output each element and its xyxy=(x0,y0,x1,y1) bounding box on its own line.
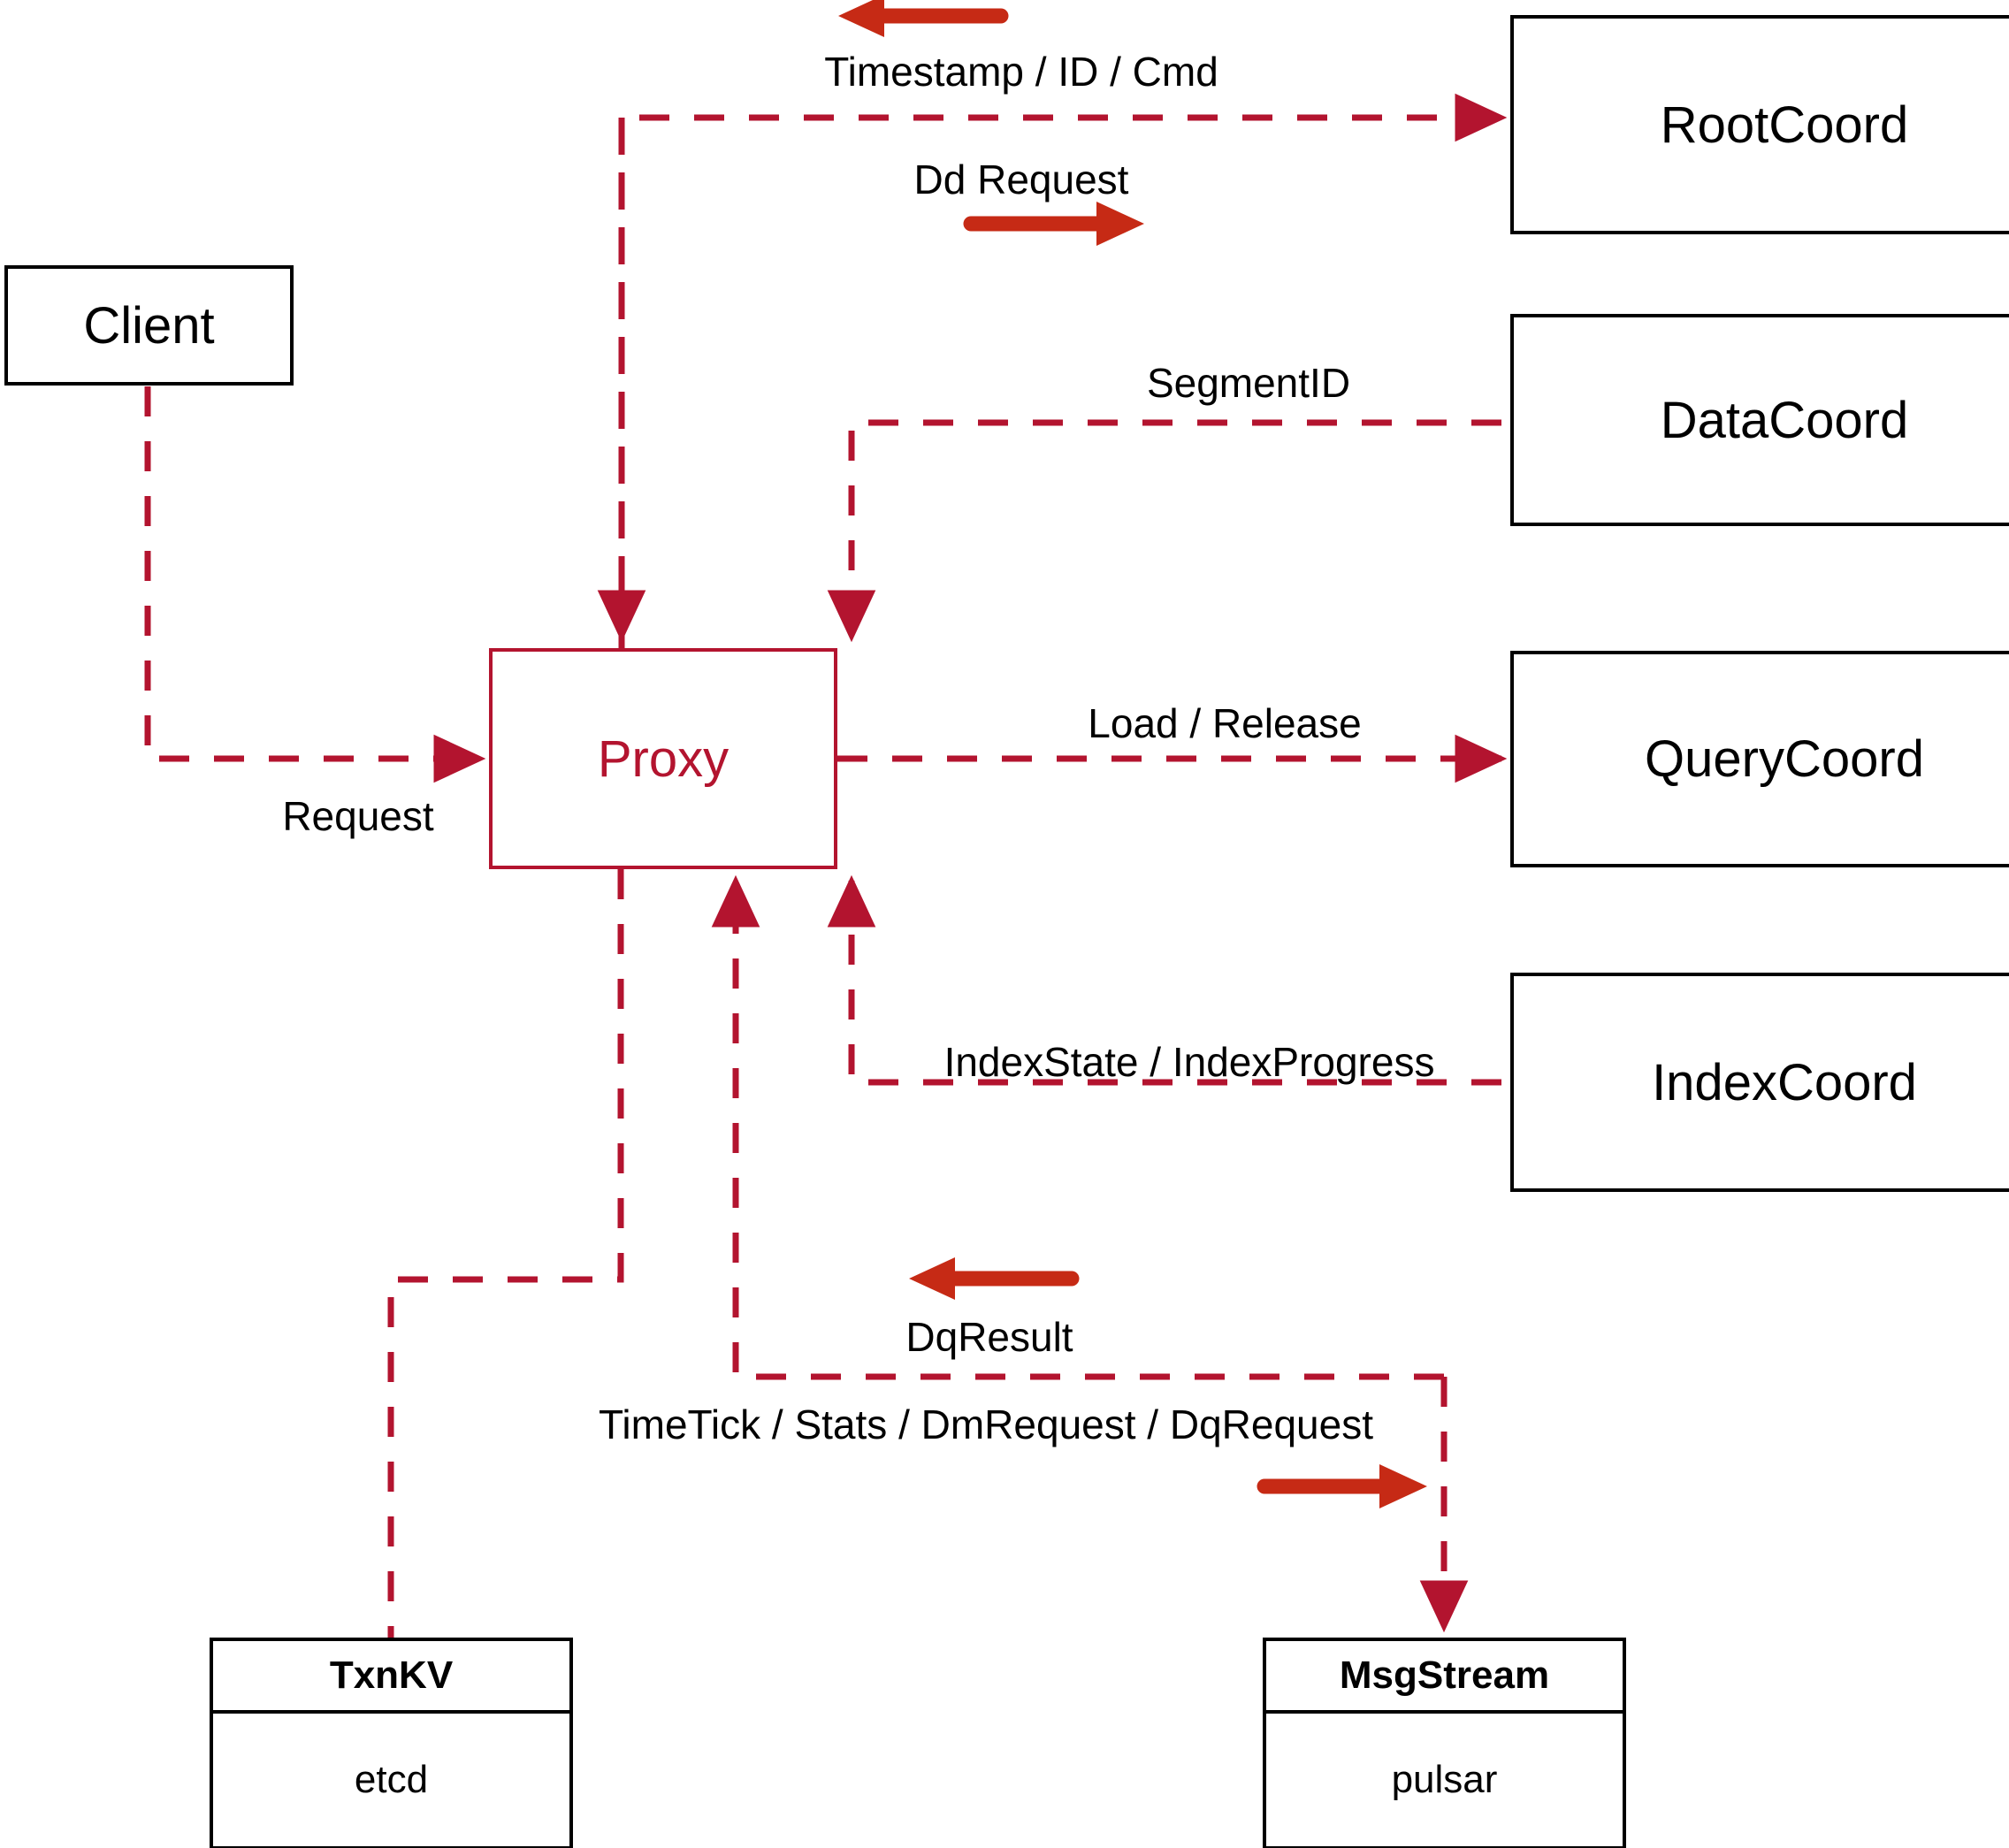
node-txnkv-body-label: etcd xyxy=(354,1758,429,1801)
direction-arrow-dd-request-right xyxy=(963,202,1144,246)
node-querycoord-label: QueryCoord xyxy=(1645,730,1924,788)
node-proxy[interactable]: Proxy xyxy=(489,648,837,869)
direction-arrow-timestamp-left xyxy=(838,0,1009,37)
node-msgstream[interactable]: MsgStream pulsar xyxy=(1263,1638,1626,1848)
edge-label-timetick-stats-dmrequest-dqrequest: TimeTick / Stats / DmRequest / DqRequest xyxy=(599,1401,1373,1447)
node-proxy-label: Proxy xyxy=(597,729,730,788)
node-indexcoord[interactable]: IndexCoord xyxy=(1510,973,2009,1192)
edge-datacoord-to-proxy xyxy=(827,419,1501,643)
edge-label-load-release: Load / Release xyxy=(1088,700,1362,746)
edge-label-request: Request xyxy=(282,793,434,839)
node-msgstream-body: pulsar xyxy=(1266,1714,1623,1846)
edge-proxy-to-txnkv xyxy=(387,869,624,1638)
node-txnkv[interactable]: TxnKV etcd xyxy=(210,1638,573,1848)
direction-arrow-timetick-right xyxy=(1257,1464,1427,1508)
node-msgstream-body-label: pulsar xyxy=(1391,1758,1498,1801)
edge-label-segmentid: SegmentID xyxy=(1146,360,1351,406)
node-rootcoord[interactable]: RootCoord xyxy=(1510,15,2009,234)
node-txnkv-header-label: TxnKV xyxy=(329,1653,454,1697)
edge-label-dqresult: DqResult xyxy=(905,1314,1073,1360)
node-datacoord-label: DataCoord xyxy=(1660,391,1909,449)
node-txnkv-body: etcd xyxy=(213,1714,569,1846)
edge-client-to-proxy xyxy=(144,386,486,783)
edge-label-dd-request: Dd Request xyxy=(913,157,1129,202)
node-indexcoord-label: IndexCoord xyxy=(1652,1053,1917,1111)
node-querycoord[interactable]: QueryCoord xyxy=(1510,651,2009,867)
edge-label-timestamp-id-cmd: Timestamp / ID / Cmd xyxy=(824,49,1218,95)
edge-indexcoord-to-proxy xyxy=(827,874,1501,1086)
node-txnkv-header: TxnKV xyxy=(213,1641,569,1714)
node-client[interactable]: Client xyxy=(4,265,294,386)
edge-msgstream-to-proxy xyxy=(711,874,1444,1380)
edge-label-indexstate-indexprogress: IndexState / IndexProgress xyxy=(943,1039,1435,1085)
node-rootcoord-label: RootCoord xyxy=(1660,95,1909,154)
node-datacoord[interactable]: DataCoord xyxy=(1510,314,2009,526)
direction-arrow-dqresult-left xyxy=(909,1257,1080,1300)
node-msgstream-header: MsgStream xyxy=(1266,1641,1623,1714)
node-msgstream-header-label: MsgStream xyxy=(1339,1653,1550,1697)
node-client-label: Client xyxy=(83,296,215,355)
